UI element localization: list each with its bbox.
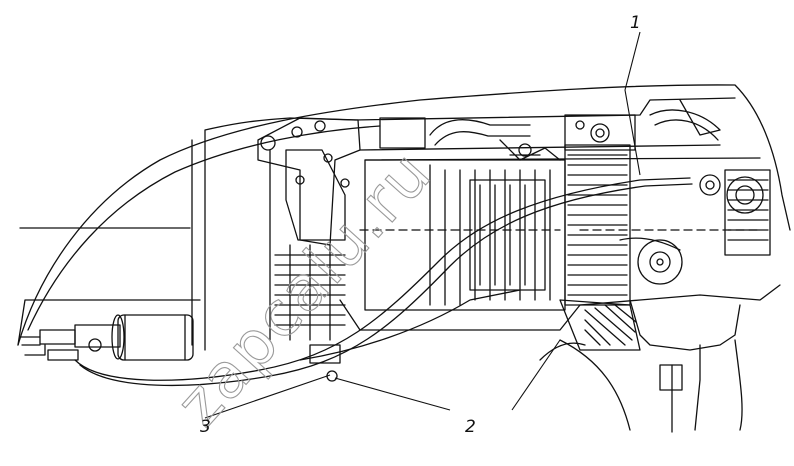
callout-2: 2 (465, 417, 476, 437)
alternator (699, 169, 771, 256)
fuel-line-a (74, 177, 691, 381)
front-shroud (191, 117, 356, 351)
chassis-bottom (339, 284, 781, 331)
radiator-fins (567, 154, 628, 296)
leader-line-1 (624, 31, 641, 176)
fuel-line-b (79, 183, 693, 387)
intake-hose (429, 119, 531, 146)
fuel-fittings (19, 324, 121, 361)
callout-1: 1 (630, 13, 641, 33)
radiator-core (564, 144, 631, 306)
front-fender (559, 339, 743, 431)
bracket-plate (285, 149, 346, 241)
fuel-line-c (299, 289, 521, 361)
fuel-filter (111, 314, 194, 361)
engine-top-rail (354, 97, 761, 161)
leader-line-3 (204, 374, 331, 419)
rear-hoses (649, 99, 721, 141)
lower-body-line (17, 227, 201, 346)
filter-mesh (584, 304, 637, 346)
shroud-bracket (257, 117, 361, 246)
leader-line-2 (334, 377, 451, 411)
hood-outline (17, 84, 791, 346)
lower-mount (629, 299, 741, 351)
grille-slats (274, 244, 346, 341)
fan-hub (619, 237, 683, 285)
hood-inner-edge (27, 125, 381, 331)
front-axle-contour (539, 342, 586, 361)
callout-3: 3 (200, 417, 211, 437)
leader-line-4 (511, 339, 561, 411)
